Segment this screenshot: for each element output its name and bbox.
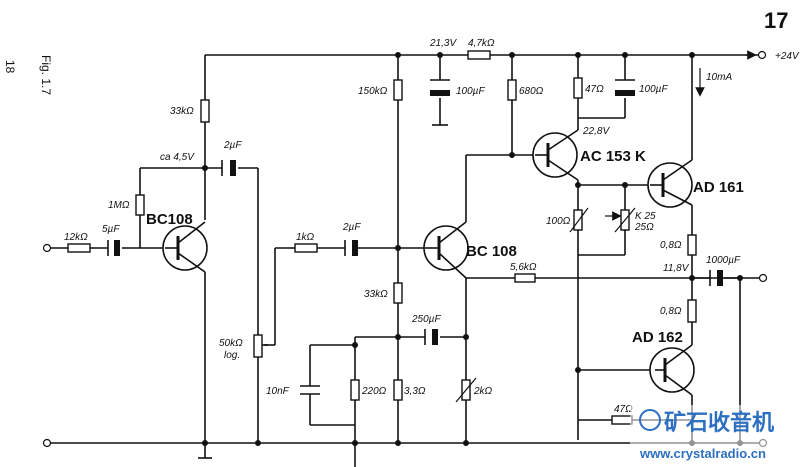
watermark: 矿石收音机 www.crystalradio.cn <box>630 405 800 467</box>
r-220-label: 220Ω <box>361 386 387 397</box>
pot-log-label: log. <box>224 350 240 361</box>
transistor-ad162 <box>649 344 695 396</box>
t5-label: AD 162 <box>632 329 683 346</box>
c-5u-label: 5µF <box>102 224 120 235</box>
current-label: 10mA <box>706 72 732 83</box>
figure-label: Fig. 1.7 <box>39 55 53 95</box>
side-page-number: 18 <box>3 60 17 74</box>
r-33k-top-label: 33kΩ <box>170 106 194 117</box>
node-21v3-label: 21,3V <box>429 38 457 49</box>
r-12k-label: 12kΩ <box>64 232 88 243</box>
supply-voltage-label: +24V <box>775 51 800 62</box>
r-1k-label: 1kΩ <box>296 232 315 243</box>
r-33k-mid-label: 33kΩ <box>364 289 388 300</box>
r-100-label: 100Ω <box>546 216 571 227</box>
c-10n-label: 10nF <box>266 386 290 397</box>
c-2u-a-label: 2µF <box>223 140 242 151</box>
r-0-8a-label: 0,8Ω <box>660 240 682 251</box>
transistor-bc108-1 <box>162 221 208 273</box>
resistor-33k-top <box>200 99 210 123</box>
c-100u-a-label: 100µF <box>456 86 485 97</box>
transistor-bc108-2 <box>423 221 469 279</box>
t1-label: BC108 <box>146 211 193 228</box>
r-5k6-label: 5,6kΩ <box>510 262 537 273</box>
resistor-3-3 <box>393 379 403 401</box>
resistor-33k-mid <box>393 282 403 304</box>
input-terminal <box>42 243 52 253</box>
resistor-47 <box>573 77 583 99</box>
resistor-4k7 <box>467 50 491 60</box>
pot-2k-label: 2kΩ <box>473 386 493 397</box>
resistor-680 <box>507 79 517 101</box>
resistor-47-bottom <box>611 415 633 425</box>
resistor-0-8a <box>687 234 697 256</box>
watermark-brand: 矿石收音机 <box>664 410 774 436</box>
r-1M-label: 1MΩ <box>108 200 130 211</box>
node-11v8-label: 11,8V <box>663 263 690 274</box>
ground-terminal-left <box>42 438 52 448</box>
capacitors <box>107 79 723 395</box>
resistor-0-8b <box>687 299 697 323</box>
node-22v8-label: 22,8V <box>582 126 610 137</box>
output-terminal <box>758 273 768 283</box>
c-1000u-label: 1000µF <box>706 255 741 266</box>
resistors <box>67 50 697 425</box>
r-4k7-label: 4,7kΩ <box>468 38 495 49</box>
c-100u-b-label: 100µF <box>639 84 668 95</box>
transistor-ad161 <box>647 159 693 208</box>
resistor-100 <box>573 209 583 231</box>
t2-label: BC 108 <box>466 243 517 260</box>
resistor-150k <box>393 79 403 101</box>
watermark-url: www.crystalradio.cn <box>639 446 766 461</box>
resistor-12k <box>67 243 91 253</box>
wiring <box>50 50 760 467</box>
resistor-5k6 <box>514 273 536 283</box>
resistor-220 <box>350 379 360 401</box>
r-0-8b-label: 0,8Ω <box>660 306 682 317</box>
ntc-label: K 25 <box>635 211 656 222</box>
r-3-3-label: 3,3Ω <box>404 386 426 397</box>
supply-terminal <box>757 50 767 60</box>
pot-50k-label: 50kΩ <box>219 338 243 349</box>
r-47-label: 47Ω <box>585 84 604 95</box>
r-47-bottom-label: 47Ω <box>614 404 633 415</box>
labels: +24V 10mA 21,3V 22,8V 11,8V ca 4,5V 12kΩ… <box>64 38 800 415</box>
node-ca45-label: ca 4,5V <box>160 152 195 163</box>
logo-mark-icon <box>639 409 661 431</box>
resistor-1k <box>294 243 318 253</box>
potentiometer-50k <box>253 334 263 358</box>
t3-label: AC 153 K <box>580 148 646 165</box>
c-2u-b-label: 2µF <box>342 222 361 233</box>
resistor-1M <box>135 194 145 216</box>
r-150k-label: 150kΩ <box>358 86 388 97</box>
ntc-value-label: 25Ω <box>634 222 654 233</box>
t4-label: AD 161 <box>693 179 744 196</box>
page-number: 17 <box>764 8 788 33</box>
transistor-ac153k <box>532 129 579 181</box>
r-680-label: 680Ω <box>519 86 544 97</box>
c-250u-label: 250µF <box>411 314 441 325</box>
